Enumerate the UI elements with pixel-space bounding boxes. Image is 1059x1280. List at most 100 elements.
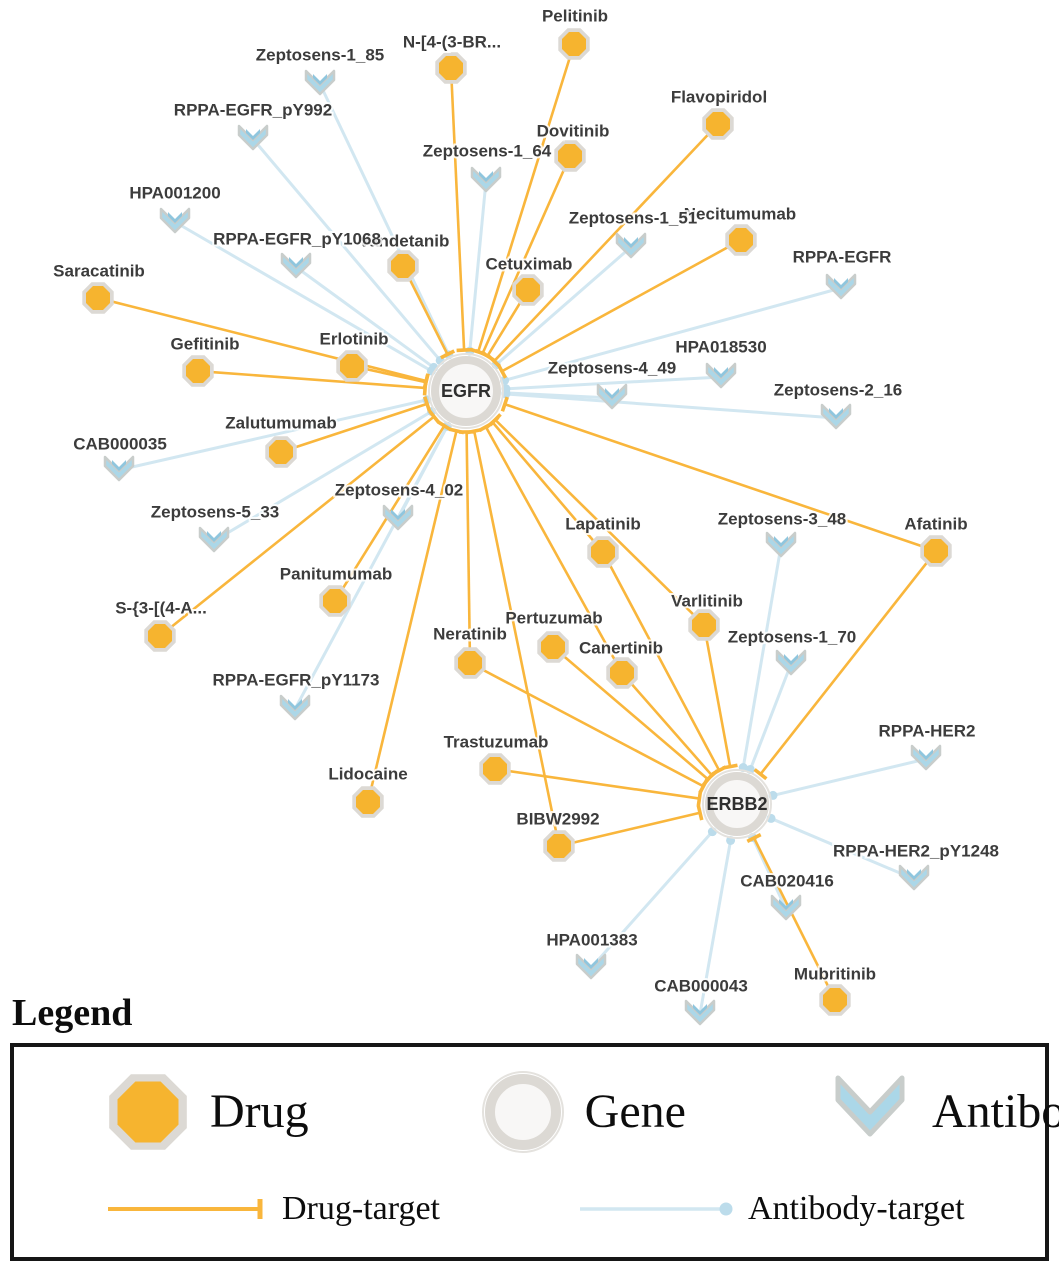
drug-target-edge-tee <box>753 768 768 781</box>
drug-node-necitumumab[interactable] <box>725 224 757 256</box>
drug-node-vandetanib[interactable] <box>387 250 419 282</box>
drug-target-edge <box>476 55 572 353</box>
antibody-label-rppa-her2: RPPA-HER2 <box>879 722 976 741</box>
drug-node-fill <box>391 254 415 278</box>
drug-node-neratinib[interactable] <box>454 647 486 679</box>
legend: Legend Drug Gene Anti <box>0 992 1059 1261</box>
antibody-node-inner <box>289 257 303 268</box>
antibody-node-zeptosens-1_51[interactable] <box>615 232 647 259</box>
drug-node-varlitinib[interactable] <box>688 609 720 641</box>
antibody-node-inner <box>288 699 302 710</box>
drug-node-pertuzumab[interactable] <box>537 631 569 663</box>
drug-node-fill <box>558 144 582 168</box>
drug-node-zalutumumab[interactable] <box>265 436 297 468</box>
antibody-node-hpa018530[interactable] <box>705 362 737 389</box>
drug-label-saracatinib: Saracatinib <box>53 262 145 281</box>
antibody-node-inner <box>919 749 933 760</box>
drug-target-edge <box>450 79 466 351</box>
antibody-label-hpa001383: HPA001383 <box>546 931 637 950</box>
antibody-node-rppa-her2_py1248[interactable] <box>898 864 930 891</box>
drug-label-dovitinib: Dovitinib <box>537 122 610 141</box>
drug-target-edge-tee <box>705 769 719 782</box>
gene-node-outer-ring <box>702 769 772 839</box>
antibody-node-rppa-her2[interactable] <box>910 744 942 771</box>
antibody-node-inner <box>907 869 921 880</box>
drug-node-lidocaine[interactable] <box>352 786 384 818</box>
drug-target-edge <box>209 370 426 390</box>
drug-target-edge <box>340 425 446 592</box>
antibody-target-edge <box>748 663 793 771</box>
drug-label-mubritinib: Mubritinib <box>794 965 876 984</box>
drug-node-flavopiridol[interactable] <box>702 108 734 140</box>
drug-node-n-4-3-br[interactable] <box>435 52 467 84</box>
antibody-node-rppa-egfr_py1173[interactable] <box>279 694 311 721</box>
drug-target-edge <box>561 653 709 781</box>
drug-target-edge-tee <box>456 347 472 353</box>
antibody-label-rppa-egfr_py1068: RPPA-EGFR_pY1068 <box>213 230 381 249</box>
antibody-label-zeptosens-4_02: Zeptosens-4_02 <box>335 481 464 500</box>
drug-target-edge <box>407 276 449 355</box>
antibody-node-zeptosens-4_49[interactable] <box>596 383 628 410</box>
antibody-node-cab000043[interactable] <box>684 999 716 1026</box>
antibody-node-inner <box>784 654 798 665</box>
drug-node-pelitinib[interactable] <box>558 28 590 60</box>
drug-node-lapatinib[interactable] <box>587 536 619 568</box>
antibody-label-zeptosens-4_49: Zeptosens-4_49 <box>548 359 677 378</box>
drug-label-s-3-4-a: S-{3-[(4-A... <box>115 599 207 618</box>
antibody-node-rppa-egfr[interactable] <box>825 273 857 300</box>
antibody-node-inner <box>112 460 126 471</box>
antibody-node-inner <box>605 388 619 399</box>
drug-node-panitumumab[interactable] <box>319 585 351 617</box>
legend-box: Drug Gene Antibody <box>10 1042 1059 1261</box>
antibody-node-zeptosens-2_16[interactable] <box>820 403 852 430</box>
legend-item-antibody-target: Antibody-target <box>578 1190 965 1228</box>
antibody-target-edge <box>589 830 714 969</box>
antibody-node-cab000035[interactable] <box>103 455 135 482</box>
antibody-node-zeptosens-5_33[interactable] <box>198 526 230 553</box>
node-labels: PelitinibN-[4-(3-BR...DovitinibFlavopiri… <box>51 5 1001 998</box>
drug-node-fill <box>458 651 482 675</box>
antibody-node-zeptosens-1_64[interactable] <box>470 166 502 193</box>
gene-node-EGFR[interactable] <box>428 353 504 429</box>
antibody-node-inner <box>313 74 327 85</box>
drug-node-fill <box>610 661 634 685</box>
antibody-node-rppa-egfr_py1068[interactable] <box>280 252 312 279</box>
drug-node-s-3-4-a[interactable] <box>144 620 176 652</box>
drug-node-canertinib[interactable] <box>606 657 638 689</box>
drug-node-bibw2992[interactable] <box>543 830 575 862</box>
drug-target-edge <box>484 426 618 664</box>
antibody-label-hpa018530: HPA018530 <box>675 338 766 357</box>
drug-target-edge-tee <box>427 409 441 424</box>
antibody-node-zeptosens-1_85[interactable] <box>304 69 336 96</box>
antibody-node-zeptosens-1_70[interactable] <box>775 649 807 676</box>
antibody-target-edge <box>468 180 488 352</box>
drug-label-varlitinib: Varlitinib <box>671 592 743 611</box>
drug-node-gefitinib[interactable] <box>182 355 214 387</box>
gene-icon-ring <box>484 1073 561 1150</box>
antibody-node-zeptosens-4_02[interactable] <box>382 504 414 531</box>
drug-label-flavopiridol: Flavopiridol <box>671 88 767 107</box>
antibody-node-cab020416[interactable] <box>770 894 802 921</box>
drug-node-erlotinib[interactable] <box>336 350 368 382</box>
gene-node-ERBB2[interactable] <box>702 769 772 839</box>
antibody-label-rppa-egfr: RPPA-EGFR <box>793 248 892 267</box>
drug-node-trastuzumab[interactable] <box>479 753 511 785</box>
antibody-node-inner <box>624 237 638 248</box>
antibody-label-zeptosens-1_70: Zeptosens-1_70 <box>728 628 857 647</box>
drug-node-mubritinib[interactable] <box>819 984 851 1016</box>
drug-target-edge <box>501 244 732 373</box>
drug-icon-fill <box>117 1081 179 1143</box>
drug-node-dovitinib[interactable] <box>554 140 586 172</box>
antibody-node-rppa-egfr_py992[interactable] <box>237 124 269 151</box>
antibody-node-hpa001200[interactable] <box>159 207 191 234</box>
antibody-node-hpa001383[interactable] <box>575 953 607 980</box>
antibody-label-rppa-egfr_py1173: RPPA-EGFR_pY1173 <box>213 671 380 690</box>
drug-node-saracatinib[interactable] <box>82 282 114 314</box>
drug-node-cetuximab[interactable] <box>512 274 544 306</box>
antibody-node-zeptosens-3_48[interactable] <box>765 531 797 558</box>
drug-label-cetuximab: Cetuximab <box>486 255 573 274</box>
drug-target-edge-tee <box>698 778 709 794</box>
antibody-target-edge <box>504 286 842 382</box>
drug-node-afatinib[interactable] <box>920 535 952 567</box>
drug-target-edge <box>506 769 700 800</box>
